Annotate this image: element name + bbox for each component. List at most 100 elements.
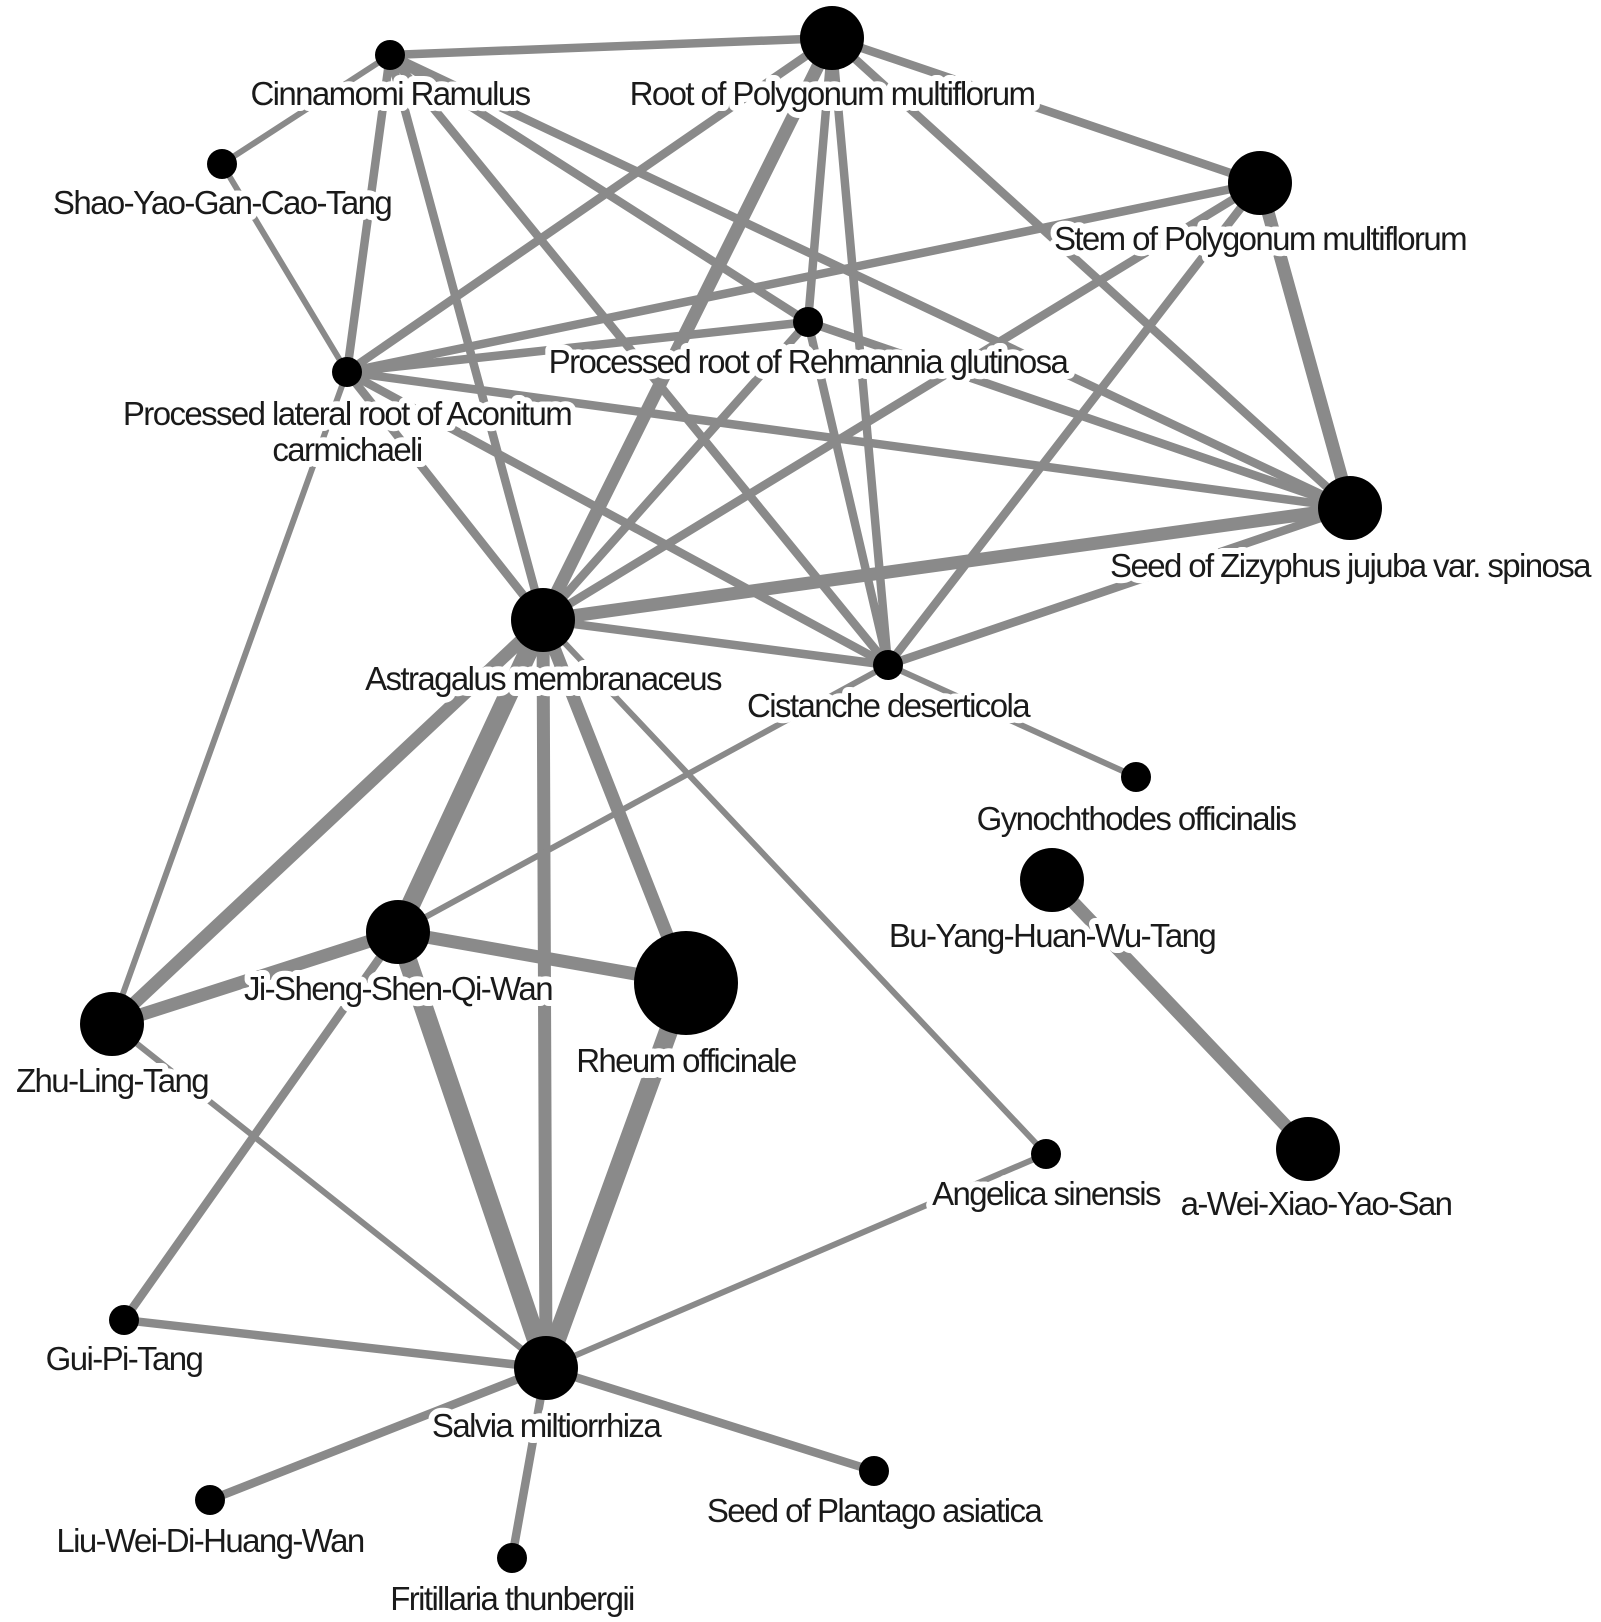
edge-cistanche-gynochthodes [885,662,1139,780]
node-label-line: Gynochthodes officinalis [977,800,1297,837]
edge-rehmannia-astragalus [538,317,813,625]
node-label-line: Processed lateral root of Aconitum [123,395,571,432]
node-label-halo: Gui-Pi-Tang [46,1340,203,1377]
node-label-salvia: Salvia miltiorrhiza [432,1407,662,1444]
node-label-halo: Shao-Yao-Gan-Cao-Tang [53,184,391,221]
node-label-line: Seed of Plantago asiatica [707,1492,1044,1529]
edge-zizyphus-astragalus [536,501,1357,627]
node-label-line: Astragalus membranaceus [365,660,722,697]
node-cinnamomi [375,40,405,70]
node-label-line: Salvia miltiorrhiza [432,1407,662,1444]
node-label-cistanche: Cistanche deserticola [747,687,1031,724]
node-label-line: carmichaeli [272,431,422,468]
edge-ji-sheng-gui-pi [119,927,403,1325]
node-label-fritillaria: Fritillaria thunbergii [390,1580,634,1617]
node-label-line: Liu-Wei-Di-Huang-Wan [56,1522,364,1559]
node-rehmannia [793,307,823,337]
node-label-halo: Angelica sinensis [932,1175,1161,1212]
node-bu-yang [1020,848,1084,912]
node-label-line: Bu-Yang-Huan-Wu-Tang [889,917,1216,954]
edge-astragalus-cistanche [538,615,893,670]
edge-root-polygonum-zizyphus [827,33,1355,513]
node-root-polygonum [800,6,864,70]
edge-astragalus-salvia [536,613,553,1375]
edge-zhu-ling-salvia [109,1021,549,1371]
edge-aconitum-astragalus [342,367,548,625]
edge-salvia-gui-pi [119,1315,551,1373]
node-label-halo: Ji-Sheng-Shen-Qi-Wan [244,970,552,1007]
node-jia-wei [1276,1117,1340,1181]
node-label-line: Fritillaria thunbergii [390,1580,634,1617]
node-label-halo: Gynochthodes officinalis [977,800,1297,837]
edge-astragalus-angelica [540,617,1049,1157]
node-label-line: a-Wei-Xiao-Yao-San [1181,1185,1452,1222]
edge-astragalus-ji-sheng [388,610,553,942]
node-label-line: Liu-Wei-Di-Huang-Wan [56,1522,364,1559]
edge-bu-yang-jia-wei [1045,873,1315,1156]
node-label-halo: Cinnamomi Ramulus [250,75,530,112]
node-label-line: Zhu-Ling-Tang [16,1062,208,1099]
node-label-line: Gynochthodes officinalis [977,800,1297,837]
node-label-rehmannia: Processed root of Rehmannia glutinosa [549,343,1070,380]
node-label-line: a-Wei-Xiao-Yao-San [1181,1185,1452,1222]
node-label-line: Cistanche deserticola [747,687,1031,724]
node-label-line: Ji-Sheng-Shen-Qi-Wan [244,970,552,1007]
node-label-root-polygonum: Root of Polygonum multiflorum [630,75,1035,112]
node-zizyphus [1318,476,1382,540]
edge-stem-polygonum-zizyphus [1253,176,1357,515]
node-label-stem-polygonum: Stem of Polygonum multiflorum [1054,220,1466,257]
node-label-halo: Processed root of Rehmannia glutinosa [549,343,1070,380]
node-label-rheum: Rheum officinale [576,1042,796,1079]
edge-cinnamomi-root-polygonum [385,33,837,60]
node-shao-yao [207,149,237,179]
edge-ji-sheng-zhu-ling [105,925,405,1031]
node-ji-sheng [366,900,430,964]
node-label-plantago: Seed of Plantago asiatica [707,1492,1044,1529]
node-label-halo: Rheum officinale [576,1042,796,1079]
node-label-halo: Zhu-Ling-Tang [16,1062,208,1099]
node-salvia [514,1336,578,1400]
node-label-line: Rheum officinale [576,1042,796,1079]
edge-salvia-angelica [543,1151,1049,1371]
node-label-halo: Cistanche deserticola [747,687,1031,724]
node-gui-pi [109,1305,139,1335]
edge-cinnamomi-rehmannia [385,50,813,327]
edge-stem-polygonum-cistanche [883,178,1265,670]
node-label-halo: Seed of Plantago asiatica [707,1492,1044,1529]
node-rheum [634,931,738,1035]
node-zhu-ling [80,992,144,1056]
node-label-line: Gui-Pi-Tang [46,1340,203,1377]
node-label-line: carmichaeli [272,431,422,468]
node-label-line: Salvia miltiorrhiza [432,1407,662,1444]
node-label-line: Shao-Yao-Gan-Cao-Tang [53,184,391,221]
node-label-line: Stem of Polygonum multiflorum [1054,220,1466,257]
edge-cinnamomi-shao-yao [219,52,393,167]
node-label-halo: Bu-Yang-Huan-Wu-Tang [889,917,1216,954]
edge-salvia-fritillaria [507,1363,551,1563]
edge-root-polygonum-astragalus [536,31,839,627]
node-label-ji-sheng: Ji-Sheng-Shen-Qi-Wan [244,970,552,1007]
node-label-gynochthodes: Gynochthodes officinalis [977,800,1297,837]
node-label-halo: Seed of Zizyphus jujuba var. spinosa [1110,547,1592,584]
node-label-line: Angelica sinensis [932,1175,1161,1212]
node-label-astragalus: Astragalus membranaceus [365,660,722,697]
node-label-shao-yao: Shao-Yao-Gan-Cao-Tang [53,184,391,221]
node-label-zhu-ling: Zhu-Ling-Tang [16,1062,208,1099]
edge-root-polygonum-stem-polygonum [827,33,1265,188]
node-gynochthodes [1121,762,1151,792]
edges-layer [105,31,1357,1563]
edge-salvia-plantago [541,1363,879,1476]
edge-astragalus-rheum [536,613,693,990]
edge-astragalus-zhu-ling [105,613,550,1031]
node-plantago [859,1456,889,1486]
edge-root-polygonum-cistanche [827,33,893,670]
node-label-halo: a-Wei-Xiao-Yao-San [1181,1185,1452,1222]
node-label-line: Seed of Zizyphus jujuba var. spinosa [1110,547,1592,584]
node-aconitum [332,357,362,387]
node-label-halo: Stem of Polygonum multiflorum [1054,220,1466,257]
node-label-line: Rheum officinale [576,1042,796,1079]
edge-aconitum-zhu-ling [109,369,350,1027]
edge-root-polygonum-aconitum [342,33,837,377]
